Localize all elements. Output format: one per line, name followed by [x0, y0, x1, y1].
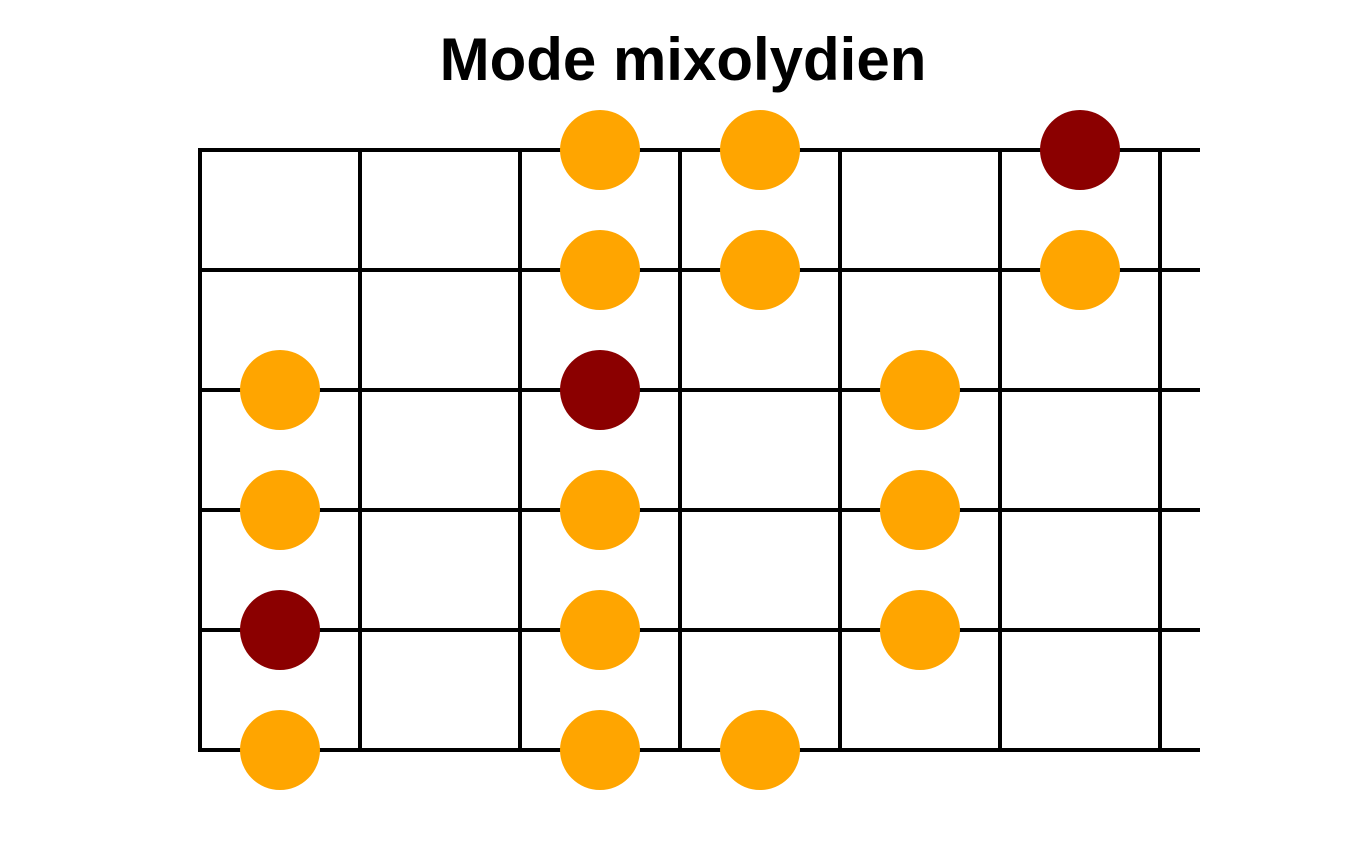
note-marker — [1040, 230, 1120, 310]
note-markers — [240, 110, 1120, 790]
note-marker — [560, 710, 640, 790]
note-marker — [720, 710, 800, 790]
root-note-marker — [560, 350, 640, 430]
note-marker — [240, 710, 320, 790]
note-marker — [880, 350, 960, 430]
fretboard-grid — [198, 148, 1200, 752]
note-marker — [880, 470, 960, 550]
note-marker — [560, 470, 640, 550]
note-marker — [560, 590, 640, 670]
root-note-marker — [240, 590, 320, 670]
note-marker — [240, 470, 320, 550]
note-marker — [240, 350, 320, 430]
note-marker — [560, 110, 640, 190]
note-marker — [560, 230, 640, 310]
note-marker — [720, 110, 800, 190]
note-marker — [880, 590, 960, 670]
diagram-title: Mode mixolydien — [439, 26, 927, 93]
root-note-marker — [1040, 110, 1120, 190]
note-marker — [720, 230, 800, 310]
